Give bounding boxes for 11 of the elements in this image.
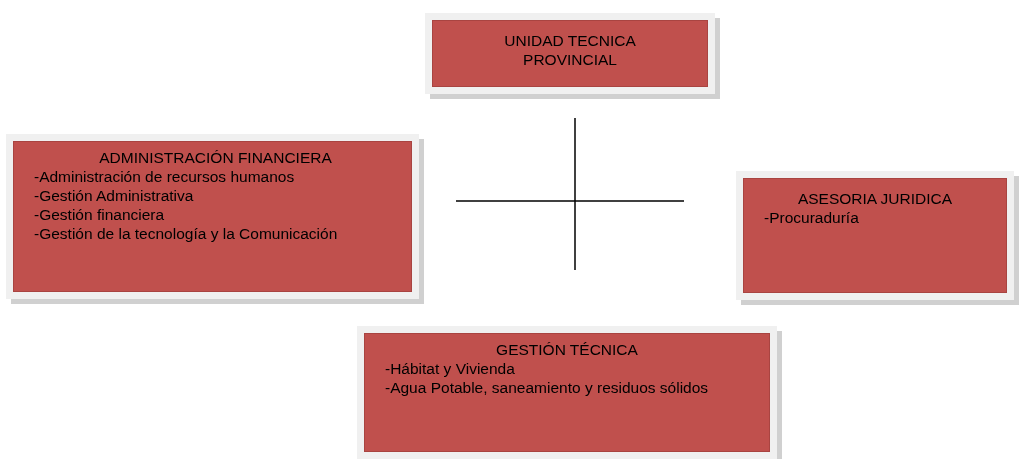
function-item: -Hábitat y Vivienda	[385, 359, 516, 378]
unit-heading: ASESORIA JURIDICA	[796, 189, 954, 208]
function-item: -Gestión financiera	[34, 205, 166, 224]
unit-heading: ADMINISTRACIÓN FINANCIERA	[98, 148, 333, 167]
function-item: -Gestión Administrativa	[34, 186, 195, 205]
function-item: -Gestión de la tecnología y la Comunicación	[34, 224, 339, 243]
function-item: -Procuraduría	[764, 208, 860, 227]
function-item: -Administración de recursos humanos	[34, 167, 296, 186]
unit-heading: UNIDAD TECNICA PROVINCIAL	[503, 31, 637, 69]
function-item: -Agua Potable, saneamiento y residuos sólidos	[385, 378, 710, 397]
unit-heading: GESTIÓN TÉCNICA	[495, 340, 639, 359]
